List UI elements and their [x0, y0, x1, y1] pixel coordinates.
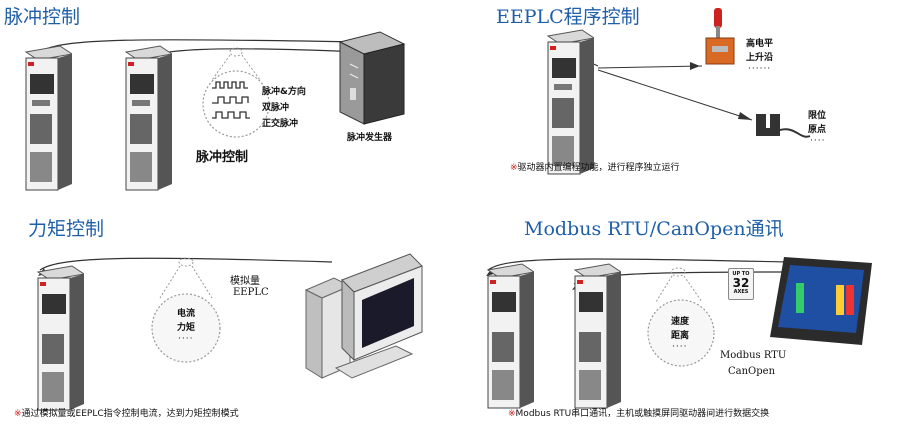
photo-sensor-image [756, 114, 811, 138]
pulse-circle-label: 脉冲控制 [196, 150, 249, 165]
generator-label: 脉冲发生器 [347, 133, 393, 143]
circle-text-ellipsis: ···· [672, 342, 688, 352]
servo-drive-image [36, 265, 84, 411]
torque-control-title: 力矩控制 [28, 218, 105, 240]
pulse-generator-image [338, 31, 406, 125]
circle-text: 速度 [671, 317, 690, 327]
computer-image [304, 253, 423, 379]
circle-text: 距离 [671, 331, 690, 341]
circle-text-ellipsis: ···· [178, 334, 194, 344]
axes-badge: UP TO 32 AXES [728, 268, 754, 300]
modbus-title: Modbus RTU/CanOpen通讯 [524, 218, 784, 240]
toggle-switch-image [705, 8, 735, 65]
note-mark: ※ [510, 163, 518, 173]
note-mark: ※ [14, 409, 22, 419]
protocol-label: CanOpen [728, 366, 776, 377]
input-label: 模拟量 [230, 276, 260, 287]
modbus-note: ※Modbus RTU串口通讯，主机或触摸屏同驱动器间进行数据交换 [508, 406, 769, 419]
switch-label-ellipsis: ······ [748, 64, 772, 74]
servo-drive-image [546, 29, 594, 175]
sensor-label-ellipsis: ···· [810, 136, 826, 146]
circle-text: 力矩 [177, 323, 196, 333]
note-text: 通过模拟量或EEPLC指令控制电流，达到力矩控制模式 [21, 409, 239, 419]
touch-screen-image [770, 257, 872, 345]
badge-top: UP TO [732, 271, 750, 277]
servo-drive-image [486, 263, 534, 409]
note-mark: ※ [508, 409, 516, 419]
circle-text: 电流 [177, 309, 196, 319]
protocol-label: Modbus RTU [720, 350, 787, 361]
servo-drive-image [124, 45, 172, 191]
pulse-control-title: 脉冲控制 [4, 6, 81, 28]
signal-label: 正交脉冲 [262, 119, 299, 129]
sensor-label: 限位 [808, 111, 827, 121]
sensor-label: 原点 [808, 125, 827, 135]
badge-number: 32 [732, 276, 750, 290]
eeplc-control-title: EEPLC程序控制 [496, 6, 640, 28]
servo-drive-image [24, 45, 72, 191]
switch-label: 上升沿 [746, 53, 774, 63]
eeplc-note: ※驱动器内置编程功能，进行程序独立运行 [510, 160, 680, 173]
switch-label: 高电平 [746, 39, 774, 49]
signal-label: 双脉冲 [262, 103, 290, 113]
note-text: Modbus RTU串口通讯，主机或触摸屏同驱动器间进行数据交换 [515, 409, 770, 419]
servo-drive-image [573, 263, 621, 409]
badge-bottom: AXES [733, 289, 749, 295]
signal-label: 脉冲&方向 [262, 87, 306, 97]
torque-note: ※通过模拟量或EEPLC指令控制电流，达到力矩控制模式 [14, 406, 239, 419]
note-text: 驱动器内置编程功能，进行程序独立运行 [517, 163, 680, 173]
input-label: EEPLC [233, 287, 269, 298]
